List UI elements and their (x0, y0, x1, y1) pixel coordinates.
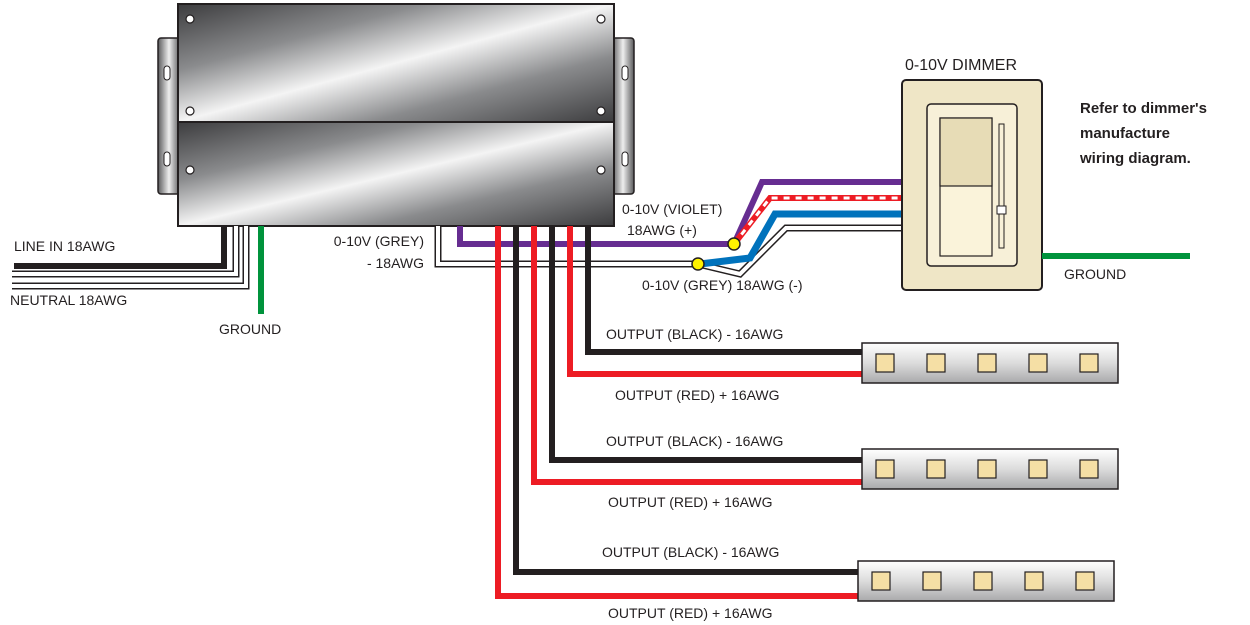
led-chip (875, 459, 895, 479)
led-chip (922, 571, 942, 591)
dimmer-title: 0-10V DIMMER (905, 57, 1017, 74)
led-strips (857, 342, 1119, 602)
led-chip (875, 353, 895, 373)
driver-bottom-panel (177, 121, 615, 227)
led-chip (973, 571, 993, 591)
dimmer-slider-track (998, 123, 1005, 249)
output-wires-strip-3 (495, 226, 864, 599)
driver-box (157, 3, 635, 227)
led-chip (1028, 353, 1048, 373)
grey-wire-label-line-2: - 18AWG (367, 255, 424, 271)
dimmer-note-line-3: wiring diagram. (1079, 150, 1191, 167)
led-chip (977, 459, 997, 479)
output-red-label-3: OUTPUT (RED) + 16AWG (608, 605, 773, 621)
output-black-label-2: OUTPUT (BLACK) - 16AWG (606, 433, 783, 449)
led-chip (1079, 459, 1099, 479)
led-chip (871, 571, 891, 591)
right-mounting-bracket (611, 37, 635, 195)
led-strip (861, 448, 1119, 490)
led-chip (977, 353, 997, 373)
led-strip (861, 342, 1119, 384)
violet-wire-label-line-2: 18AWG (+) (627, 222, 697, 238)
blue-dimmer-wire (699, 210, 906, 268)
violet-control-wire (457, 179, 906, 247)
output-black-label-3: OUTPUT (BLACK) - 16AWG (602, 544, 779, 560)
dimmer-slider-knob (996, 205, 1007, 215)
wire-connector-grey (691, 257, 705, 271)
led-chip (1079, 353, 1099, 373)
red-white-dimmer-wire (731, 195, 906, 246)
grey-control-wire (434, 224, 906, 278)
ground-label-left: GROUND (219, 321, 281, 337)
wire-connector-violet (727, 237, 741, 251)
line-in-label: LINE IN 18AWG (14, 238, 115, 254)
output-wires-strip-2 (531, 226, 864, 485)
neutral-wire (12, 226, 250, 290)
grey-dimmer-wire-label: 0-10V (GREY) 18AWG (-) (642, 277, 803, 293)
led-chip (1024, 571, 1044, 591)
dimmer (901, 79, 1043, 291)
output-red-label-1: OUTPUT (RED) + 16AWG (615, 387, 780, 403)
dimmer-rocker-top (939, 117, 993, 187)
dimmer-note-line-1: Refer to dimmer's (1080, 100, 1207, 117)
output-red-label-2: OUTPUT (RED) + 16AWG (608, 494, 773, 510)
led-chip (1028, 459, 1048, 479)
output-wires-strip-1 (567, 226, 864, 377)
led-chip (1075, 571, 1095, 591)
screw-icon (185, 14, 606, 175)
led-chip (926, 353, 946, 373)
ground-label-right: GROUND (1064, 266, 1126, 282)
dimmer-note-line-2: manufacture (1080, 125, 1170, 142)
led-strip (857, 560, 1115, 602)
output-black-label-1: OUTPUT (BLACK) - 16AWG (606, 326, 783, 342)
grey-wire-label-line-1: 0-10V (GREY) (334, 233, 424, 249)
driver-top-panel (177, 3, 615, 123)
line-in-wire (14, 226, 227, 269)
neutral-label: NEUTRAL 18AWG (10, 292, 127, 308)
led-chip (926, 459, 946, 479)
violet-wire-label-line-1: 0-10V (VIOLET) (622, 201, 722, 217)
left-mounting-bracket (157, 37, 181, 195)
